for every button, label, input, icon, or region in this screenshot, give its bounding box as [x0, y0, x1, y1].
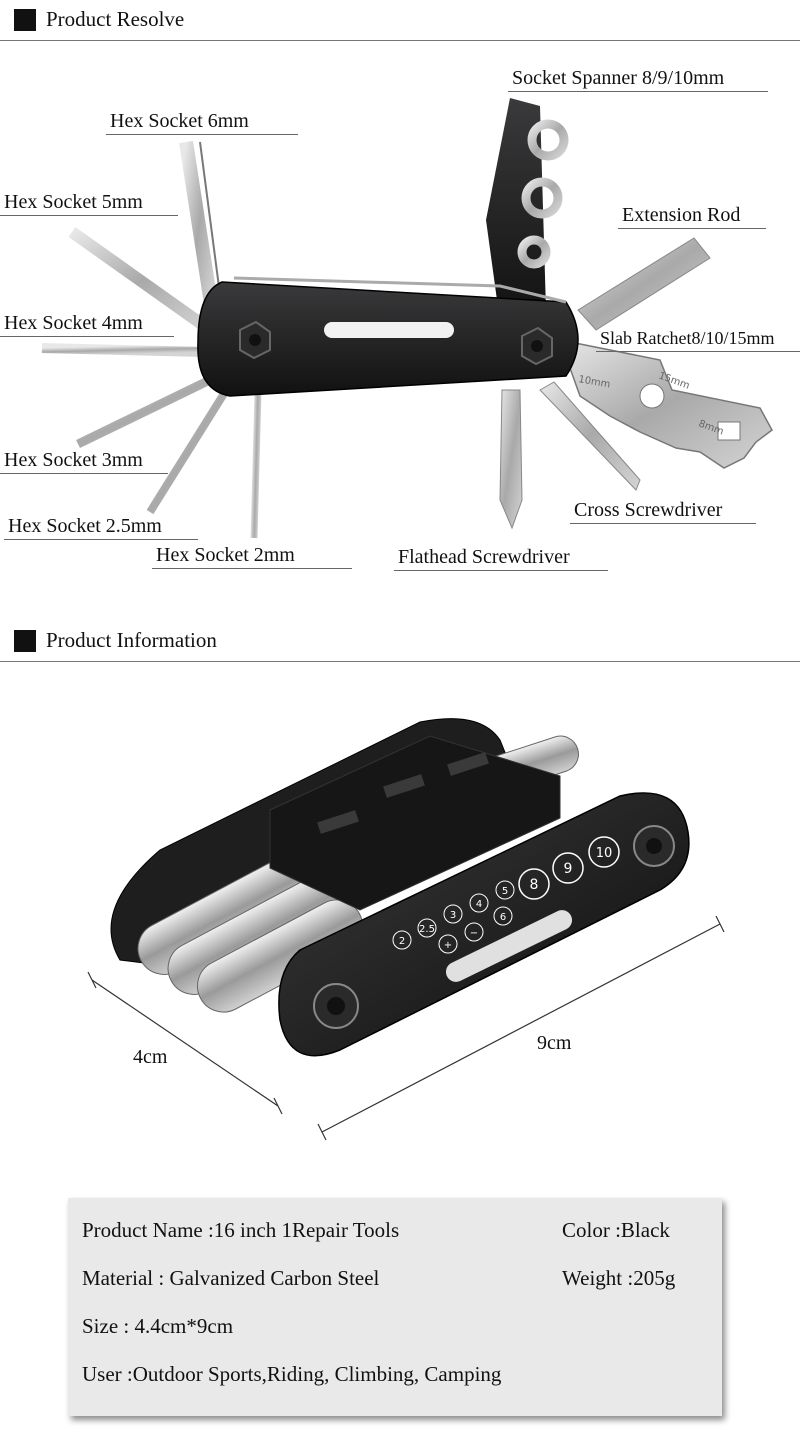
hex-key-2mm — [250, 389, 262, 539]
hex-key-3mm — [76, 373, 216, 449]
hex-key-6mm — [179, 140, 219, 312]
folded-tool-illustration: 2 2.5 3 4 5 6 + − 8 9 10 — [87, 718, 725, 1141]
badge-6: 6 — [493, 906, 513, 926]
section-title: Product Resolve — [46, 7, 185, 31]
badge-minus: − — [464, 922, 484, 942]
body-slot — [324, 322, 454, 338]
exploded-tool-illustration: 10mm 15mm 8mm — [41, 98, 773, 539]
svg-text:6: 6 — [500, 912, 506, 923]
slab-ratchet — [558, 339, 773, 469]
socket-rings — [517, 119, 569, 269]
dimension-length-label: 9cm — [537, 1032, 572, 1054]
label-hex-socket-4mm: Hex Socket 4mm — [0, 312, 174, 337]
badge-9: 9 — [552, 852, 584, 884]
svg-text:10: 10 — [596, 846, 613, 861]
label-hex-socket-6mm: Hex Socket 6mm — [106, 110, 298, 135]
cross-screwdriver-shaft — [539, 381, 641, 491]
hex-bolt-left — [239, 320, 271, 360]
section-header-resolve: Product Resolve — [0, 0, 800, 41]
svg-text:4: 4 — [476, 899, 482, 910]
label-extension-rod: Extension Rod — [618, 204, 766, 229]
hex-key-5mm — [68, 227, 214, 335]
product-info-box: Product Name :16 inch 1Repair Tools Colo… — [68, 1198, 722, 1416]
svg-text:9: 9 — [564, 861, 573, 877]
steel-stack — [137, 735, 579, 1013]
svg-text:2.5: 2.5 — [419, 924, 435, 935]
label-hex-socket-5mm: Hex Socket 5mm — [0, 191, 178, 216]
front-slot — [445, 910, 573, 982]
extension-rod — [577, 237, 711, 331]
label-hex-socket-2mm: Hex Socket 2mm — [152, 544, 352, 569]
info-size: Size : 4.4cm*9cm — [82, 1314, 234, 1338]
front-plate — [278, 792, 690, 1057]
svg-text:8: 8 — [530, 877, 539, 893]
info-color: Color :Black — [562, 1218, 670, 1242]
label-cross-screwdriver: Cross Screwdriver — [570, 499, 756, 524]
tool-body-back-edge — [233, 276, 567, 304]
info-user: User :Outdoor Sports,Riding, Climbing, C… — [82, 1362, 502, 1386]
hex-bolt-right — [521, 326, 553, 366]
badge-4: 4 — [469, 893, 489, 913]
hex-size-badges: 2 2.5 3 4 5 6 + − 8 9 10 — [392, 836, 620, 954]
section-square-icon — [14, 630, 36, 652]
badge-5: 5 — [495, 880, 515, 900]
socket-block — [269, 735, 561, 911]
badge-2: 2 — [392, 930, 412, 950]
svg-text:5: 5 — [502, 886, 508, 897]
hex-key-6mm-edge — [199, 141, 223, 311]
dimension-width-label: 4cm — [133, 1046, 168, 1068]
badge-8: 8 — [518, 868, 550, 900]
badge-2-5: 2.5 — [417, 918, 437, 938]
svg-text:−: − — [470, 928, 478, 939]
section-square-icon — [14, 9, 36, 31]
flathead-screwdriver-blade — [499, 389, 523, 530]
info-product-name: Product Name :16 inch 1Repair Tools — [82, 1218, 400, 1242]
hex-key-4mm — [41, 343, 206, 357]
label-socket-spanner: Socket Spanner 8/9/10mm — [508, 67, 768, 92]
section-header-information: Product Information — [0, 621, 800, 662]
info-weight: Weight :205g — [562, 1266, 676, 1290]
front-bolt-right — [633, 825, 675, 867]
badge-10: 10 — [588, 836, 620, 868]
hex-key-2-5mm — [146, 381, 234, 515]
dimension-lines — [87, 915, 725, 1141]
section-title: Product Information — [46, 628, 217, 652]
label-flathead-screwdriver: Flathead Screwdriver — [394, 546, 608, 571]
svg-text:3: 3 — [450, 910, 456, 921]
tool-body-plate — [197, 281, 579, 397]
label-hex-socket-2-5mm: Hex Socket 2.5mm — [4, 515, 198, 540]
badge-3: 3 — [443, 904, 463, 924]
info-material: Material : Galvanized Carbon Steel — [82, 1266, 380, 1290]
svg-text:+: + — [444, 940, 452, 951]
label-slab-ratchet: Slab Ratchet8/10/15mm — [596, 327, 800, 352]
front-bolt-left — [313, 983, 359, 1029]
badge-plus: + — [438, 934, 458, 954]
svg-text:2: 2 — [399, 936, 405, 947]
label-hex-socket-3mm: Hex Socket 3mm — [0, 449, 168, 474]
